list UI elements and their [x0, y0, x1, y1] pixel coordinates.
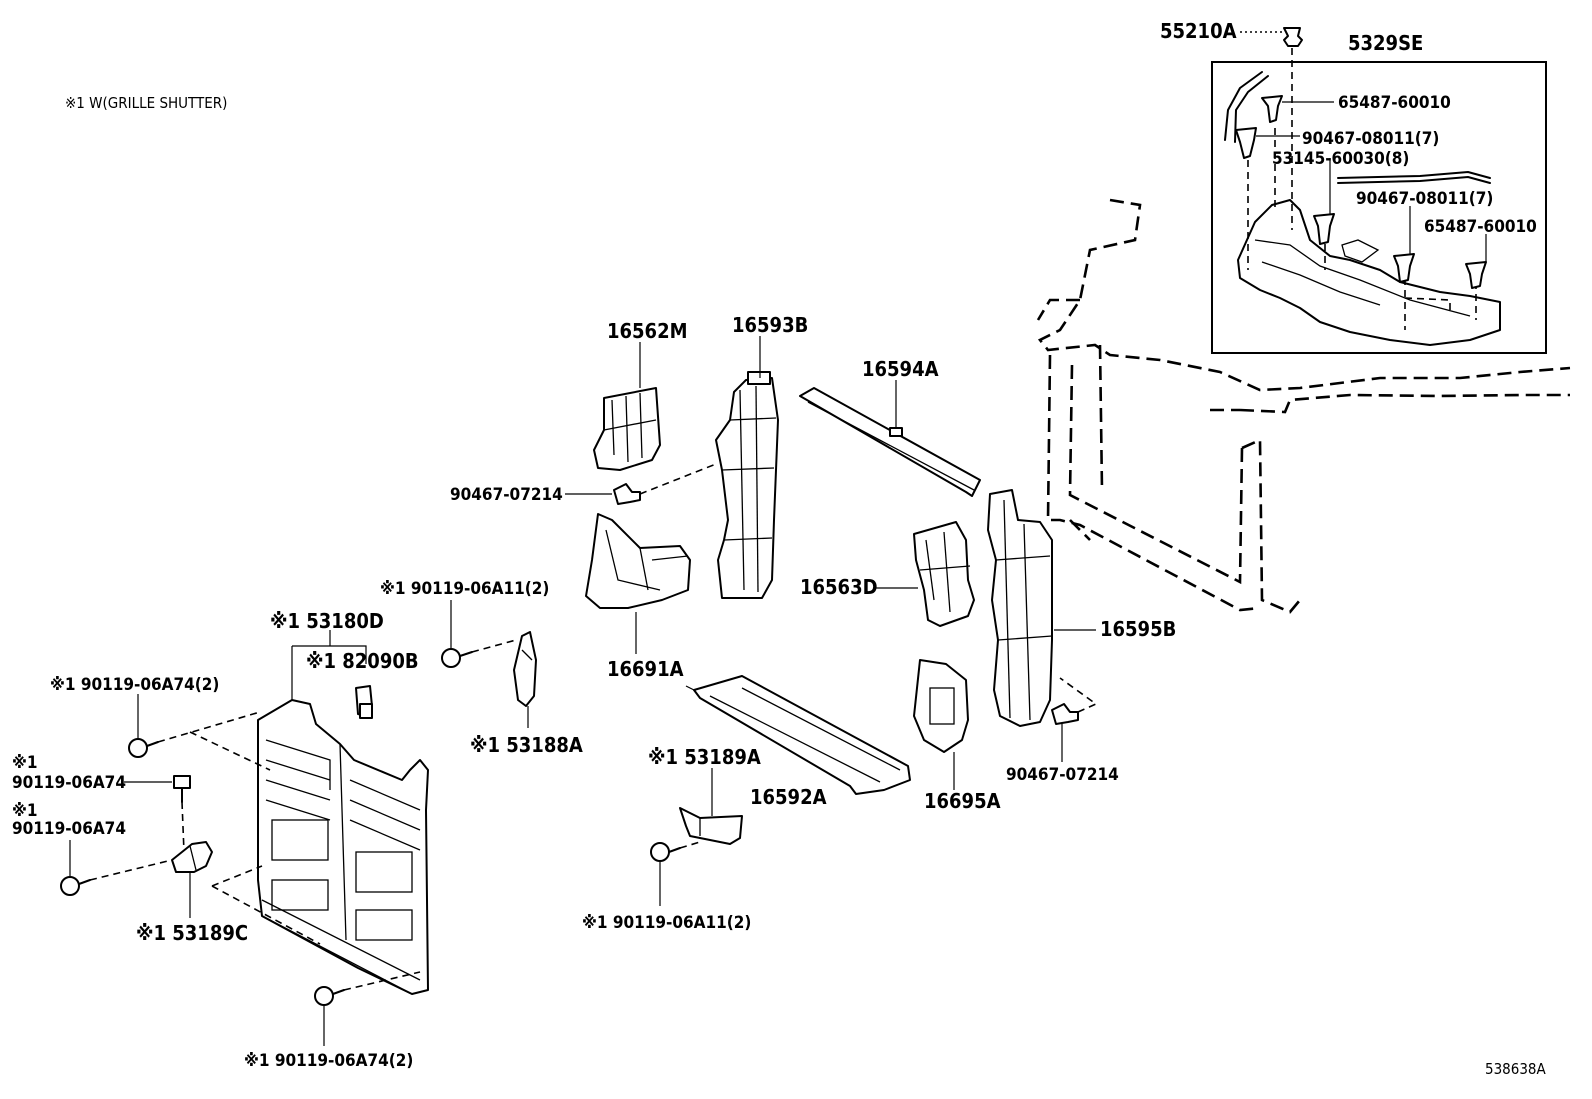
part-label-90119-06A11-bottom: ※1 90119-06A11(2) [582, 913, 751, 933]
radiator-support-phantom [1036, 198, 1571, 614]
connector-82090B: ※1 82090B [306, 649, 419, 719]
part-label-5329SE: 5329SE [1348, 31, 1423, 55]
grille-shutter-note: ※1 W(GRILLE SHUTTER) [65, 94, 227, 112]
part-label-16592A: 16592A [750, 785, 827, 809]
part-label-53180D: ※1 53180D [270, 609, 384, 633]
part-label-82090B: ※1 82090B [306, 649, 419, 673]
part-label-16595B: 16595B [1100, 617, 1176, 641]
clip-90467-07214-b: 90467-07214 [1006, 677, 1119, 785]
bolt-icon [314, 986, 345, 1006]
part-label-90119-06A11-top: ※1 90119-06A11(2) [380, 579, 549, 599]
clip-icon [1313, 213, 1335, 245]
bolt-icon [441, 648, 473, 668]
bracket-16593B: 16593B [715, 313, 808, 599]
part-label-53188A: ※1 53188A [470, 733, 583, 757]
part-label-16691A: 16691A [607, 657, 684, 681]
clip-icon [1465, 261, 1487, 289]
clip-icon [1235, 127, 1257, 159]
bracket-53189A: ※1 53189A ※1 90119-06A11(2) [582, 745, 761, 933]
part-label-90119-06A74-left: ※1 90119-06A74(2) [50, 675, 219, 695]
figure-id: 538638A [1485, 1060, 1547, 1078]
grille-shutter-53180D: ※1 53180D [257, 609, 429, 995]
part-label-90119-06A74-b: 90119-06A74 [12, 819, 126, 839]
part-label-90119-06A74-b-mark: ※1 [12, 801, 38, 821]
part-label-53145-60030: 53145-60030(8) [1272, 149, 1409, 169]
part-label-65487-60010-top: 65487-60010 [1338, 93, 1451, 113]
part-label-90119-06A74-a: 90119-06A74 [12, 773, 126, 793]
part-label-90467-08011-a: 90467-08011(7) [1302, 129, 1439, 149]
part-label-16562M: 16562M [607, 319, 688, 343]
bolt-icon [60, 876, 91, 896]
part-label-55210A: 55210A [1160, 19, 1237, 43]
part-label-90119-06A74-a-mark: ※1 [12, 753, 38, 773]
bolt-icon [128, 738, 159, 758]
bolt-90119-06A74-bottom: ※1 90119-06A74(2) [244, 971, 421, 1071]
clip-icon [1393, 253, 1415, 283]
bolt-icon [173, 775, 191, 803]
seal-16592A: 16592A [685, 675, 911, 809]
bolt-90119-06A74-a: ※1 90119-06A74 [12, 753, 191, 853]
part-label-90467-08011-b: 90467-08011(7) [1356, 189, 1493, 209]
part-label-16593B: 16593B [732, 313, 808, 337]
bracket-16595B: 16595B [987, 489, 1176, 727]
bracket-53188A: ※1 53188A ※1 90119-06A11(2) [380, 579, 583, 757]
seal-16691A: 16691A [585, 513, 691, 681]
clip-icon [1261, 95, 1283, 123]
cover-assembly-group: 55210A 5329SE 65487-60010 90467-08011(7)… [1160, 19, 1547, 354]
bolt-90119-06A74-b: ※1 90119-06A74 [12, 801, 173, 896]
seal-16563D: 16563D [800, 521, 975, 627]
clip-55210A-icon [1283, 27, 1303, 47]
seal-16695A: 16695A [913, 659, 1001, 813]
bolt-icon [650, 842, 681, 862]
group-box [1211, 61, 1547, 354]
part-label-53189A: ※1 53189A [648, 745, 761, 769]
seal-16594A: 16594A [799, 357, 981, 497]
bolt-90119-06A74-left: ※1 90119-06A74(2) [50, 675, 271, 771]
part-label-90467-07214-a: 90467-07214 [450, 485, 563, 505]
part-label-90467-07214-b: 90467-07214 [1006, 765, 1119, 785]
seal-16562M: 16562M [593, 319, 688, 471]
clip-90467-07214-a: 90467-07214 [450, 463, 717, 505]
part-label-16695A: 16695A [924, 789, 1001, 813]
part-label-90119-06A74-bottom: ※1 90119-06A74(2) [244, 1051, 413, 1071]
part-label-65487-60010-right: 65487-60010 [1424, 217, 1537, 237]
part-label-53189C: ※1 53189C [136, 921, 248, 945]
bracket-53189C: ※1 53189C [136, 841, 321, 945]
part-label-16563D: 16563D [800, 575, 878, 599]
part-label-16594A: 16594A [862, 357, 939, 381]
